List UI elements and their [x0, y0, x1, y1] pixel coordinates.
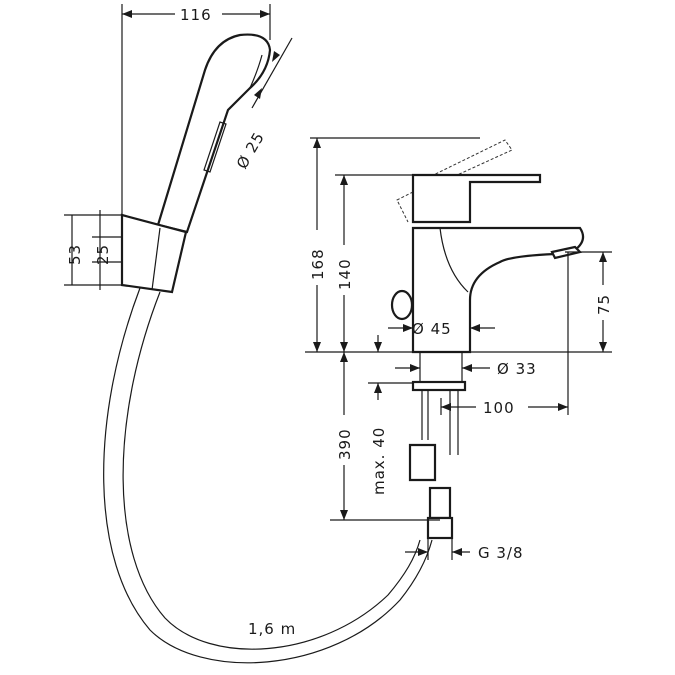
dimension-390: 390	[330, 352, 440, 521]
label-100: 100	[483, 399, 515, 417]
label-body-diameter: Ø 45	[412, 320, 452, 338]
label-53: 53	[66, 244, 84, 265]
label-140: 140	[336, 258, 354, 290]
dimension-max-40: max. 40	[368, 335, 413, 495]
dimension-116: 116	[121, 4, 271, 215]
dimension-holder: 53 25	[64, 210, 122, 290]
label-max-40: max. 40	[370, 427, 388, 495]
dimension-75: 75	[565, 251, 613, 415]
label-head-diameter: Ø 25	[233, 129, 268, 172]
handshower	[156, 33, 272, 234]
dimension-shank-diameter: Ø 33	[395, 360, 537, 378]
dimension-100: 100	[440, 398, 568, 417]
dimension-168: 168	[309, 137, 480, 352]
label-thread: G 3/8	[478, 544, 524, 562]
dimension-body-diameter: Ø 45	[388, 320, 495, 338]
dimension-140: 140	[335, 174, 413, 352]
label-390: 390	[336, 428, 354, 460]
hose: 1,6 m	[103, 287, 433, 664]
label-25: 25	[94, 244, 112, 265]
label-168: 168	[309, 248, 327, 280]
label-hose-length: 1,6 m	[248, 620, 296, 638]
label-75: 75	[595, 294, 613, 315]
faucet	[390, 139, 585, 540]
dimension-thread: G 3/8	[405, 538, 524, 562]
label-shank-diameter: Ø 33	[497, 360, 537, 378]
label-116: 116	[180, 6, 212, 24]
wall-holder	[120, 213, 188, 294]
